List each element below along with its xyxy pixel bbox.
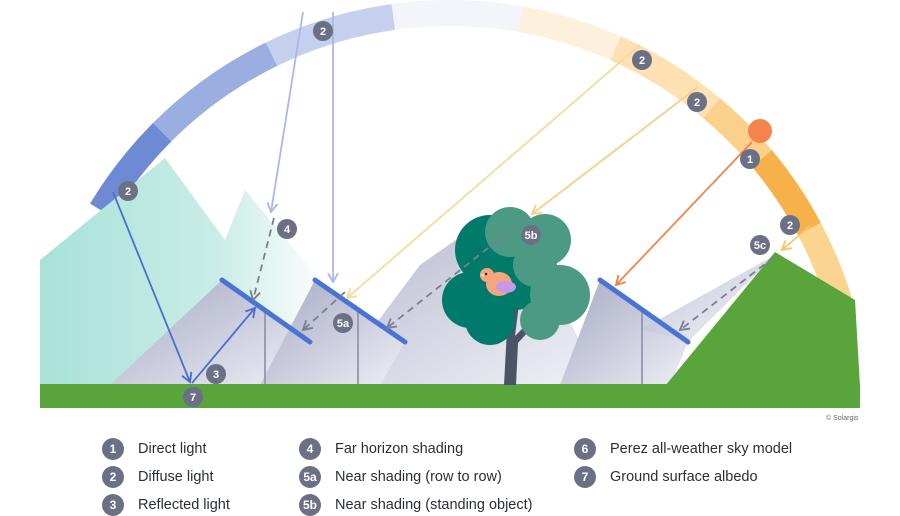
badge-label: 5b: [525, 230, 538, 242]
sky-arc-segment: [89, 123, 172, 218]
diagram-badge-2e: 2: [118, 181, 138, 201]
diagram-badge-5a: 5a: [333, 313, 353, 333]
solar-panel-2: [312, 277, 408, 345]
sun: [748, 119, 772, 143]
sky-arc-segment: [391, 0, 523, 33]
diffuse-ray: [530, 86, 699, 216]
badge-circle: [780, 215, 800, 235]
diagram-badge-2a: 2: [313, 21, 333, 41]
diffuse-ray: [345, 44, 641, 300]
panel-supports: [264, 311, 643, 385]
badge-circle: [750, 235, 770, 255]
bird: [480, 268, 516, 296]
panel-shadow-1: [110, 280, 310, 385]
badge-label: 3: [213, 369, 219, 381]
sky-arc-segment: [153, 42, 278, 142]
sky-arc-segment: [751, 150, 821, 236]
right-hill: [665, 252, 860, 386]
badge-label: 2: [694, 97, 700, 109]
badge-circle: [740, 149, 760, 169]
badge-circle: [206, 364, 226, 384]
object-shading-ray: [385, 217, 527, 330]
tree: [442, 207, 590, 385]
diffuse-ray: [780, 225, 811, 252]
badge-circle: [687, 92, 707, 112]
ground: [40, 384, 860, 408]
badge-label: 2: [787, 220, 793, 232]
diagram-badge-2c: 2: [687, 92, 707, 112]
badge-circle: [521, 225, 541, 245]
reflected-ray: [191, 306, 257, 384]
diagram-badge-5c: 5c: [750, 235, 770, 255]
badge-label: 7: [190, 392, 196, 404]
diffuse-ray: [266, 11, 304, 214]
diagram-badge-4: 4: [277, 219, 297, 239]
badge-label: 1: [747, 154, 753, 166]
badge-label: 2: [125, 186, 131, 198]
sky-arc-segment: [703, 98, 772, 167]
panel-shadow-3: [560, 280, 688, 385]
horizon-shading-ray: [249, 217, 275, 302]
badge-label: 2: [639, 55, 645, 67]
diagram-badge-3: 3: [206, 364, 226, 384]
diagram-badge-5b: 5b: [521, 225, 541, 245]
panel-shadow-2: [260, 280, 405, 385]
badge-circle: [118, 181, 138, 201]
diagram-badge-2b: 2: [632, 50, 652, 70]
badge-circle: [632, 50, 652, 70]
diagram-badge-2d: 2: [780, 215, 800, 235]
badge-label: 4: [284, 224, 291, 236]
sky-arc-segment: [518, 6, 621, 61]
badge-circle: [277, 219, 297, 239]
diagram-badge-1: 1: [740, 149, 760, 169]
hill-shadow: [640, 255, 775, 340]
badge-label: 2: [320, 26, 326, 38]
badge-circle: [183, 387, 203, 407]
badge-circle: [333, 313, 353, 333]
row-shading-ray: [301, 291, 346, 332]
diagram-badge-7: 7: [183, 387, 203, 407]
direct-ray: [614, 141, 753, 287]
solar-panel-3: [597, 277, 691, 345]
hill-shading-ray: [678, 256, 775, 332]
copyright: © Solargis: [826, 415, 859, 422]
badge-circle: [313, 21, 333, 41]
badge-label: 5a: [337, 318, 350, 330]
solar-panel-1: [219, 277, 313, 345]
badge-label: 5c: [754, 240, 766, 252]
diffuse-ray-left: [112, 191, 193, 384]
